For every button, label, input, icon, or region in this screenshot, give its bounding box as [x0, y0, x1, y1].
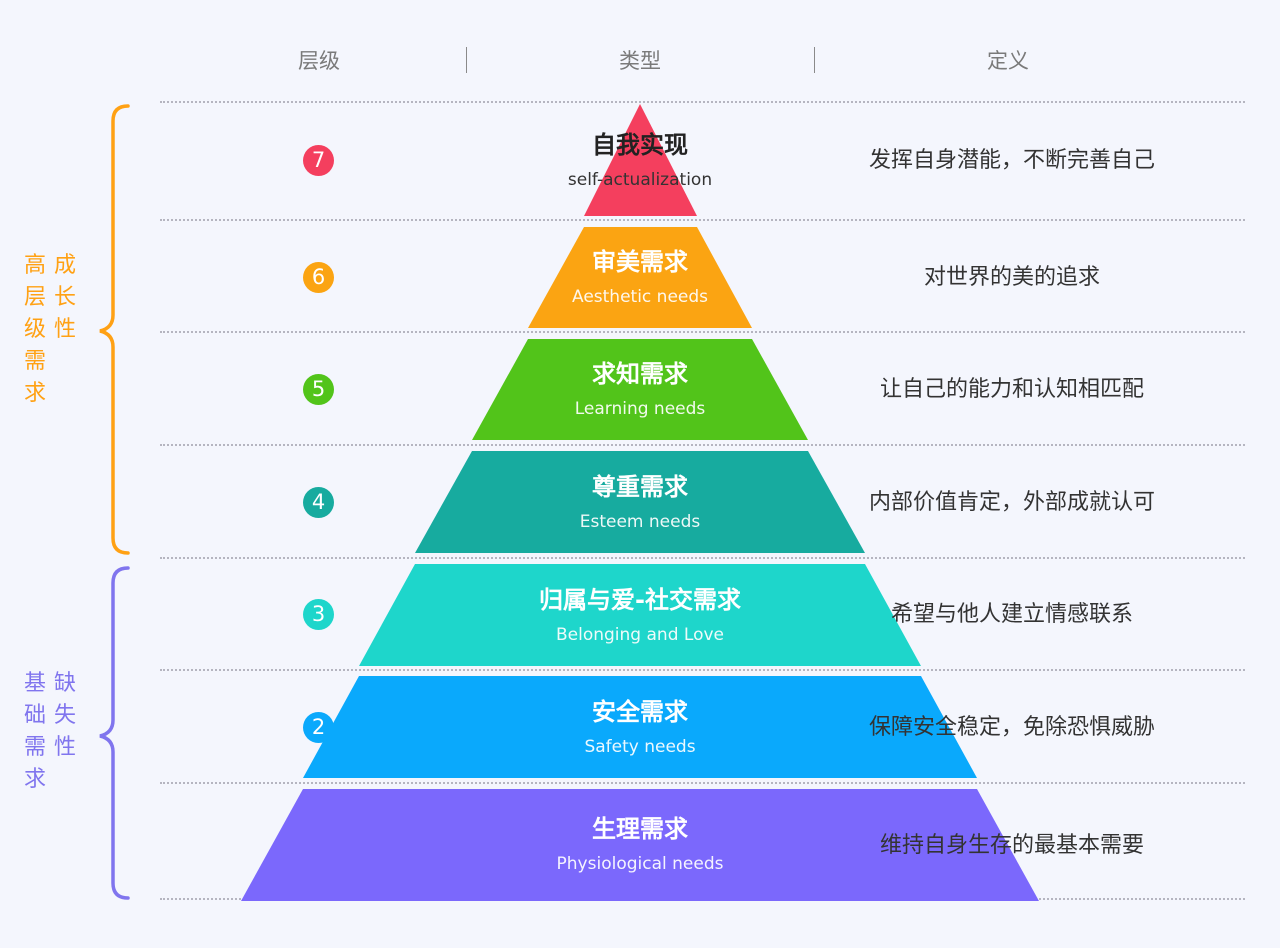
pyramid-tier-2 — [303, 676, 977, 778]
pyramid-tier-6 — [528, 227, 752, 328]
row-divider — [160, 331, 1245, 333]
tier-subtitle-5: Learning needs — [574, 399, 706, 419]
header-definition: 定义 — [987, 49, 1029, 73]
definition-2: 保障安全稳定，免除恐惧威胁 — [868, 715, 1155, 740]
row-divider — [160, 669, 1245, 671]
level-badge-6: 6 — [303, 262, 334, 293]
tier-title-6: 审美需求 — [592, 248, 688, 276]
group-growth-primary: 高层级需求 — [23, 253, 46, 406]
definition-4: 内部价值肯定，外部成就认可 — [868, 490, 1155, 515]
definition-1: 维持自身生存的最基本需要 — [879, 833, 1144, 858]
header-separator — [814, 47, 815, 73]
row-divider — [160, 557, 1245, 559]
tier-subtitle-7: self-actualization — [567, 170, 713, 190]
definition-5: 让自己的能力和认知相匹配 — [879, 377, 1144, 402]
pyramid-tier-4 — [415, 451, 865, 553]
level-badge-4: 4 — [303, 487, 334, 518]
definition-3: 希望与他人建立情感联系 — [890, 602, 1133, 627]
pyramid-tier-1 — [241, 789, 1039, 901]
header-level: 层级 — [298, 49, 340, 73]
row-divider — [160, 219, 1245, 221]
tier-title-3: 归属与爱-社交需求 — [539, 586, 741, 614]
level-badge-5: 5 — [303, 374, 334, 405]
row-divider — [160, 101, 1245, 103]
group-growth-secondary: 成长性 — [53, 253, 76, 342]
tier-title-2: 安全需求 — [592, 698, 688, 726]
definition-7: 发挥自身潜能，不断完善自己 — [868, 148, 1155, 173]
tier-title-4: 尊重需求 — [592, 473, 688, 501]
level-badge-2: 2 — [303, 712, 334, 743]
pyramid-tier-3 — [359, 564, 921, 666]
tier-subtitle-1: Physiological needs — [556, 854, 724, 874]
header-separator — [466, 47, 467, 73]
pyramid-tier-5 — [472, 339, 808, 440]
group-deficiency-secondary: 缺失性 — [53, 671, 76, 760]
tier-subtitle-3: Belonging and Love — [556, 625, 724, 645]
level-badge-7: 7 — [303, 145, 334, 176]
bracket-deficiency — [99, 566, 130, 900]
pyramid-tier-7 — [584, 104, 697, 216]
tier-title-7: 自我实现 — [592, 131, 688, 159]
group-deficiency-primary: 基础需求 — [23, 671, 46, 792]
tier-subtitle-6: Aesthetic needs — [571, 287, 709, 307]
tier-title-5: 求知需求 — [592, 360, 688, 388]
header-type: 类型 — [619, 49, 661, 73]
bracket-growth — [99, 104, 130, 555]
tier-subtitle-4: Esteem needs — [579, 512, 701, 532]
level-badge-3: 3 — [303, 599, 334, 630]
definition-6: 对世界的美的追求 — [923, 265, 1100, 290]
row-divider — [160, 782, 1245, 784]
tier-subtitle-2: Safety needs — [584, 737, 696, 757]
tier-title-1: 生理需求 — [592, 815, 688, 843]
row-divider — [160, 444, 1245, 446]
